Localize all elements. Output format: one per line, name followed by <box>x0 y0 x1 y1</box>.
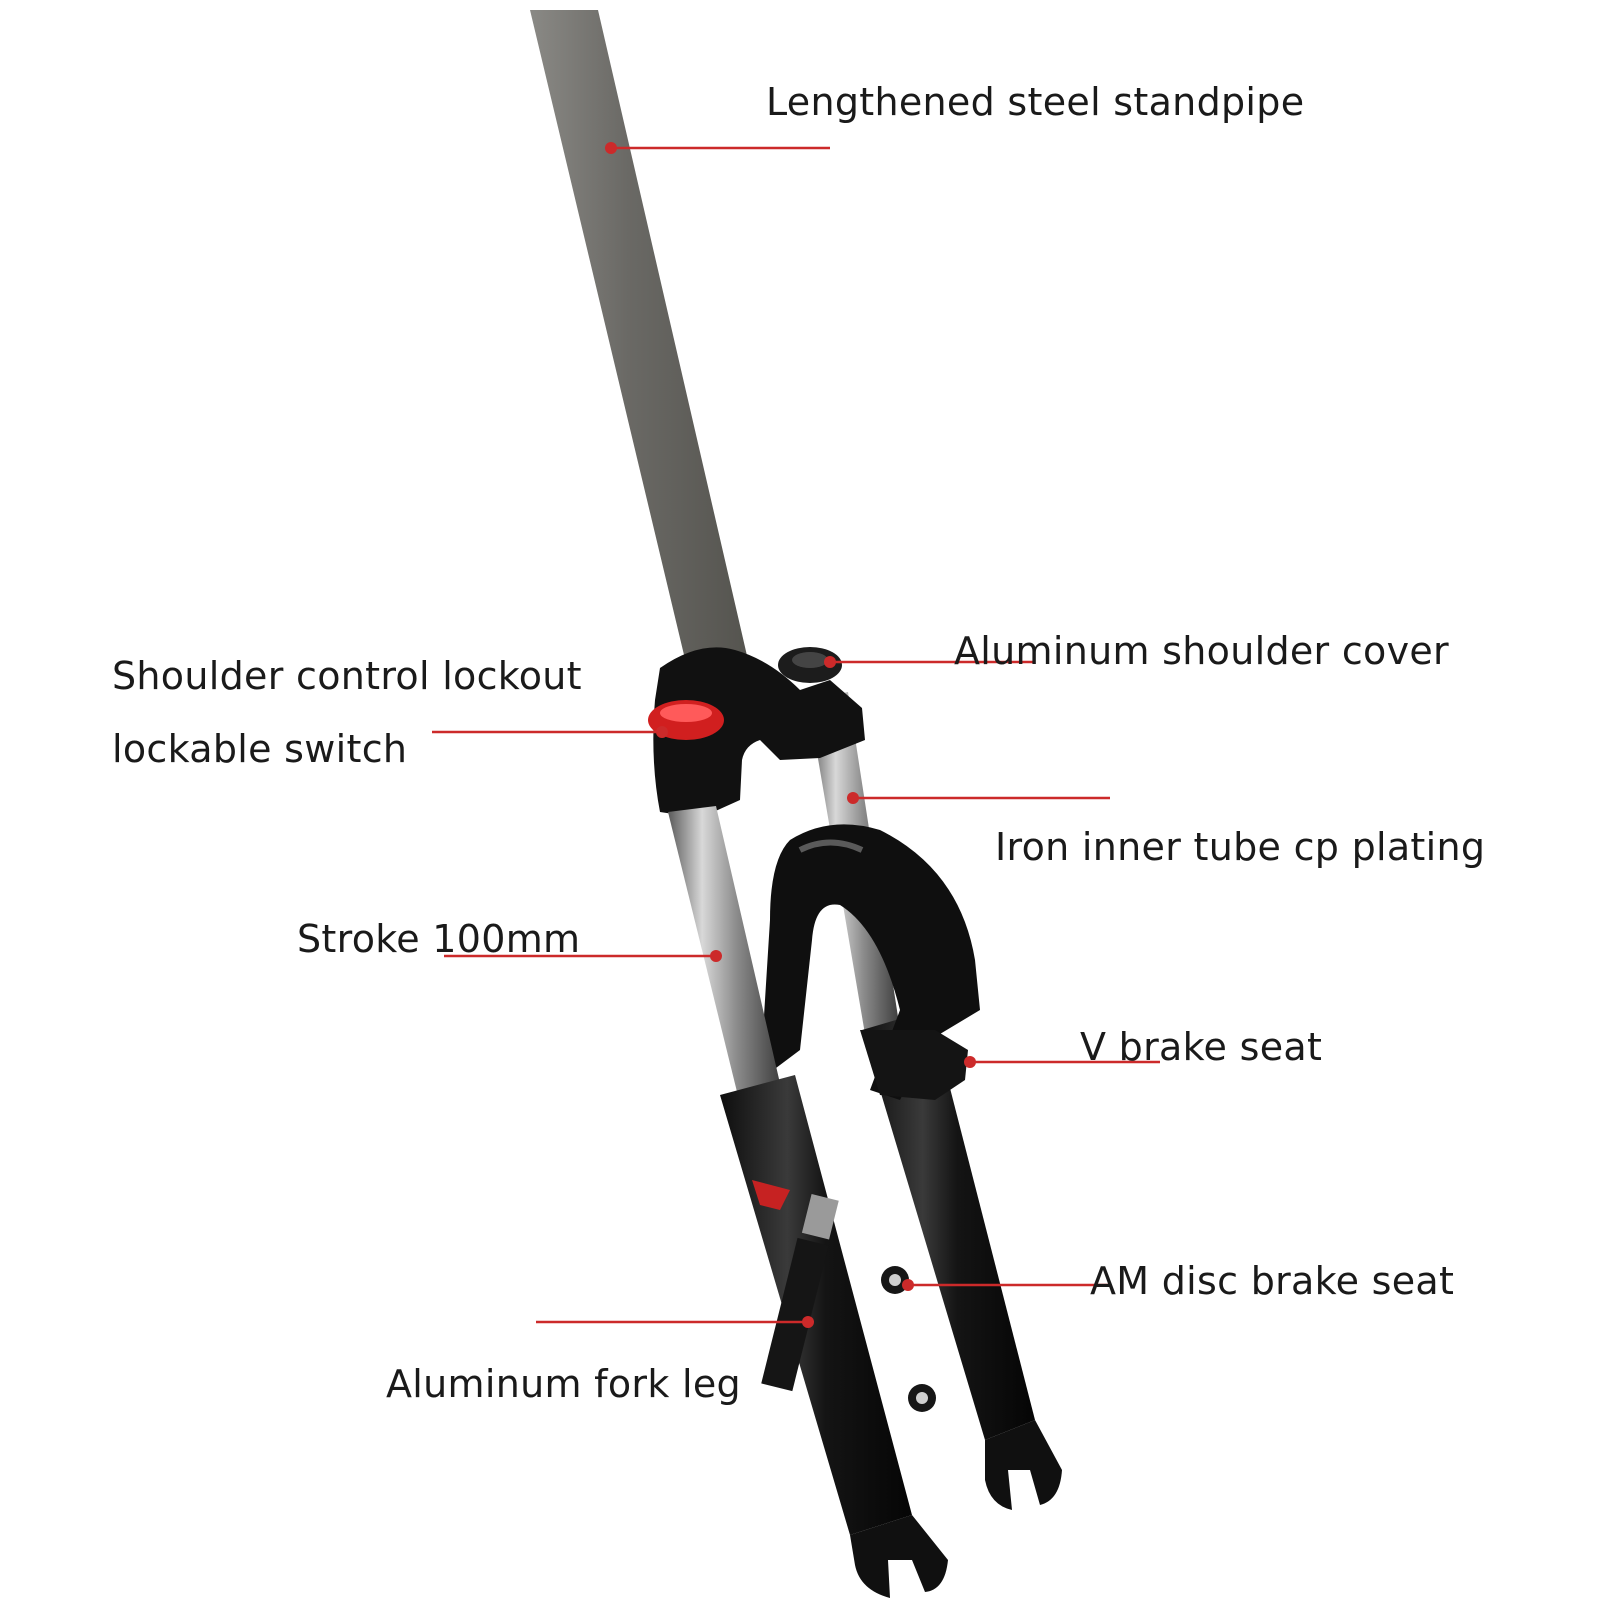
right-dropout-shape <box>985 1420 1062 1510</box>
leader-lines <box>432 142 1160 1328</box>
left-lower-leg-shape <box>720 1075 912 1535</box>
leader-dot-v-brake <box>964 1056 976 1068</box>
leader-dot-shoulder-cover <box>824 656 836 668</box>
leader-dot-standpipe <box>605 142 617 154</box>
left-stanchion-shape <box>668 806 782 1104</box>
crown-shape <box>653 647 865 818</box>
label-shoulder-cover: Aluminum shoulder cover <box>954 629 1449 673</box>
leader-dot-inner-tube <box>847 792 859 804</box>
leader-dot-stroke <box>710 950 722 962</box>
right-lower-leg-shape <box>862 1010 1035 1440</box>
fork-leg-decal <box>761 1193 839 1392</box>
label-fork-leg: Aluminum fork leg <box>386 1362 741 1406</box>
label-stroke: Stroke 100mm <box>297 917 581 961</box>
leader-dot-lockout <box>656 726 668 738</box>
label-v-brake: V brake seat <box>1080 1025 1323 1069</box>
leader-dot-fork-leg <box>802 1316 814 1328</box>
label-standpipe: Lengthened steel standpipe <box>766 80 1305 124</box>
left-dropout-shape <box>850 1515 948 1598</box>
label-inner-tube: Iron inner tube cp plating <box>995 825 1486 869</box>
leader-dot-disc-brake <box>902 1279 914 1291</box>
label-disc-brake: AM disc brake seat <box>1090 1259 1455 1303</box>
v-brake-boss-shape <box>860 1030 968 1100</box>
label-lockout-line2: lockable switch <box>112 727 408 771</box>
label-lockout-line1: Shoulder control lockout <box>112 654 582 698</box>
standpipe-shape <box>530 10 748 680</box>
